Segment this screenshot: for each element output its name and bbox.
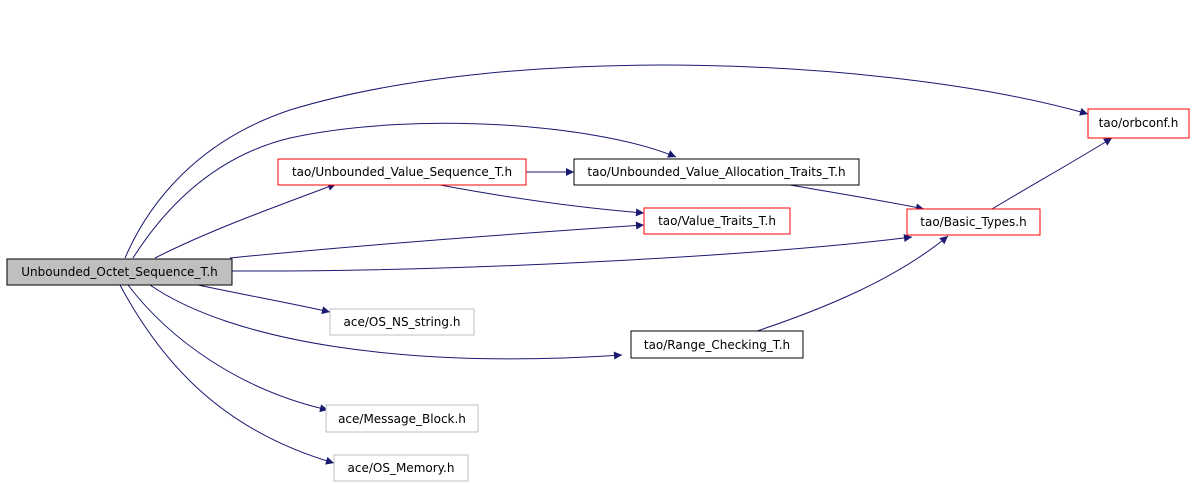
edge-root-to-orbconf: [124, 64, 1089, 259]
node-label: tao/Value_Traits_T.h: [658, 214, 776, 228]
node-label: tao/Range_Checking_T.h: [644, 338, 790, 352]
edge-root-to-osmem: [119, 284, 335, 465]
dependency-edges: [119, 64, 1113, 465]
node-message-block[interactable]: ace/Message_Block.h: [325, 404, 479, 433]
edge-root-to-msgblock: [127, 284, 329, 413]
edge-root-to-valtraits: [229, 221, 645, 259]
edge-uvat-to-basic: [789, 184, 925, 212]
node-value-traits[interactable]: tao/Value_Traits_T.h: [643, 207, 791, 235]
node-label: tao/orbconf.h: [1099, 116, 1179, 130]
node-label: ace/Message_Block.h: [338, 412, 466, 426]
graph-nodes: Unbounded_Octet_Sequence_T.h tao/Unbound…: [6, 108, 1190, 482]
node-label: ace/OS_Memory.h: [348, 461, 455, 475]
edge-root-to-uvat: [132, 122, 677, 259]
node-os-memory[interactable]: ace/OS_Memory.h: [333, 454, 469, 482]
node-orbconf[interactable]: tao/orbconf.h: [1087, 108, 1190, 139]
edge-root-to-uvs: [154, 183, 337, 259]
node-label: tao/Unbounded_Value_Sequence_T.h: [292, 165, 512, 179]
edge-root-to-nsstring: [197, 284, 331, 315]
node-label: ace/OS_NS_string.h: [344, 315, 461, 329]
edge-root-to-basic: [231, 234, 913, 272]
node-unbounded-value-allocation-traits[interactable]: tao/Unbounded_Value_Allocation_Traits_T.…: [573, 158, 860, 186]
edge-range-to-basic: [756, 235, 949, 332]
edge-root-to-range: [149, 284, 623, 360]
node-label: tao/Basic_Types.h: [920, 215, 1026, 229]
edge-basic-to-orbconf: [991, 137, 1113, 210]
node-label: Unbounded_Octet_Sequence_T.h: [21, 265, 218, 279]
node-label: tao/Unbounded_Value_Allocation_Traits_T.…: [587, 165, 845, 179]
node-os-ns-string[interactable]: ace/OS_NS_string.h: [329, 308, 475, 336]
node-unbounded-value-sequence[interactable]: tao/Unbounded_Value_Sequence_T.h: [277, 158, 527, 186]
node-basic-types[interactable]: tao/Basic_Types.h: [906, 208, 1041, 236]
node-range-checking[interactable]: tao/Range_Checking_T.h: [630, 330, 804, 359]
edge-uvs-to-valtraits: [439, 184, 645, 217]
node-unbounded-octet-sequence[interactable]: Unbounded_Octet_Sequence_T.h: [6, 258, 233, 286]
